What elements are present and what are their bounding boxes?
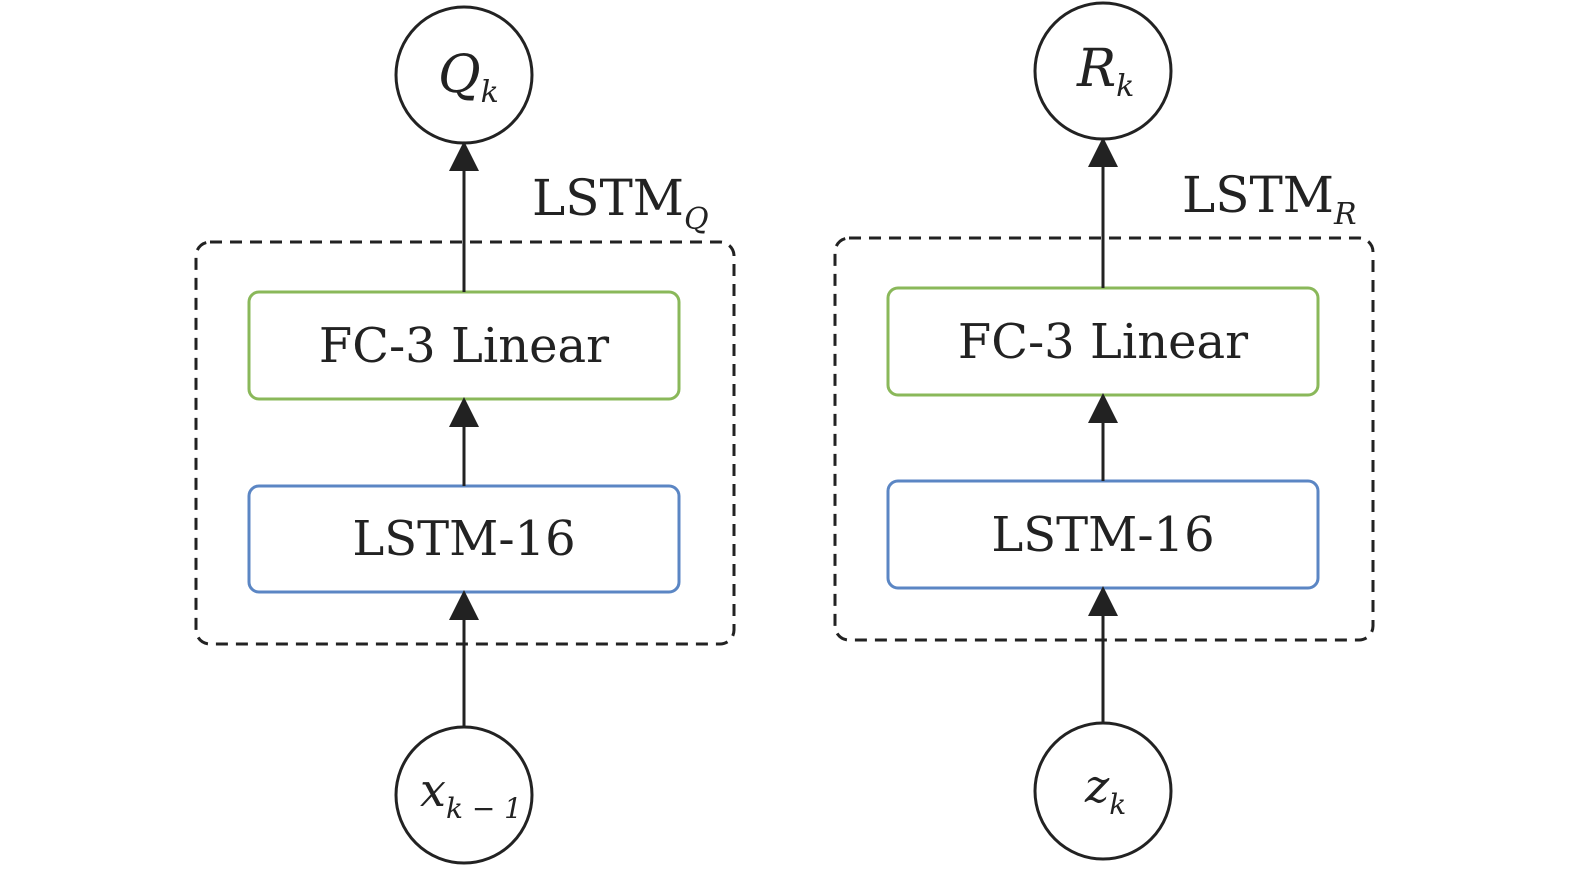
left-group-label: LSTMQ — [532, 169, 709, 237]
right-input-node-sub: k — [1109, 788, 1126, 821]
left-input-node-label: xk − 1 — [420, 763, 522, 825]
right-output-node-main: R — [1076, 39, 1116, 99]
right-input-node-main: z — [1084, 759, 1110, 813]
right-lstm-block-label: LSTM-16 — [991, 507, 1214, 563]
left-group-label-sub: Q — [684, 202, 709, 237]
right-branch: LSTMR Rk FC-3 Linear LSTM-16 zk — [833, 1, 1375, 861]
right-fc-block-label: FC-3 Linear — [958, 314, 1248, 370]
left-output-node-sub: k — [481, 75, 499, 110]
left-group-label-main: LSTM — [532, 169, 684, 227]
left-input-node-main: x — [420, 763, 446, 817]
right-group-label-main: LSTM — [1182, 166, 1334, 224]
left-input-node-sub: k − 1 — [446, 792, 522, 825]
right-output-node-sub: k — [1116, 69, 1134, 104]
right-output-node-label: Rk — [1076, 39, 1134, 104]
right-group-label-sub: R — [1333, 197, 1357, 232]
left-lstm-block-label: LSTM-16 — [352, 511, 575, 567]
left-output-node-main: Q — [438, 45, 481, 105]
left-fc-block-label: FC-3 Linear — [319, 318, 609, 374]
left-branch: LSTMQ Qk FC-3 Linear LSTM-16 xk − 1 — [194, 5, 736, 865]
right-input-node-label: zk — [1084, 759, 1126, 821]
right-group-label: LSTMR — [1182, 166, 1357, 232]
left-output-node-label: Qk — [438, 45, 499, 110]
